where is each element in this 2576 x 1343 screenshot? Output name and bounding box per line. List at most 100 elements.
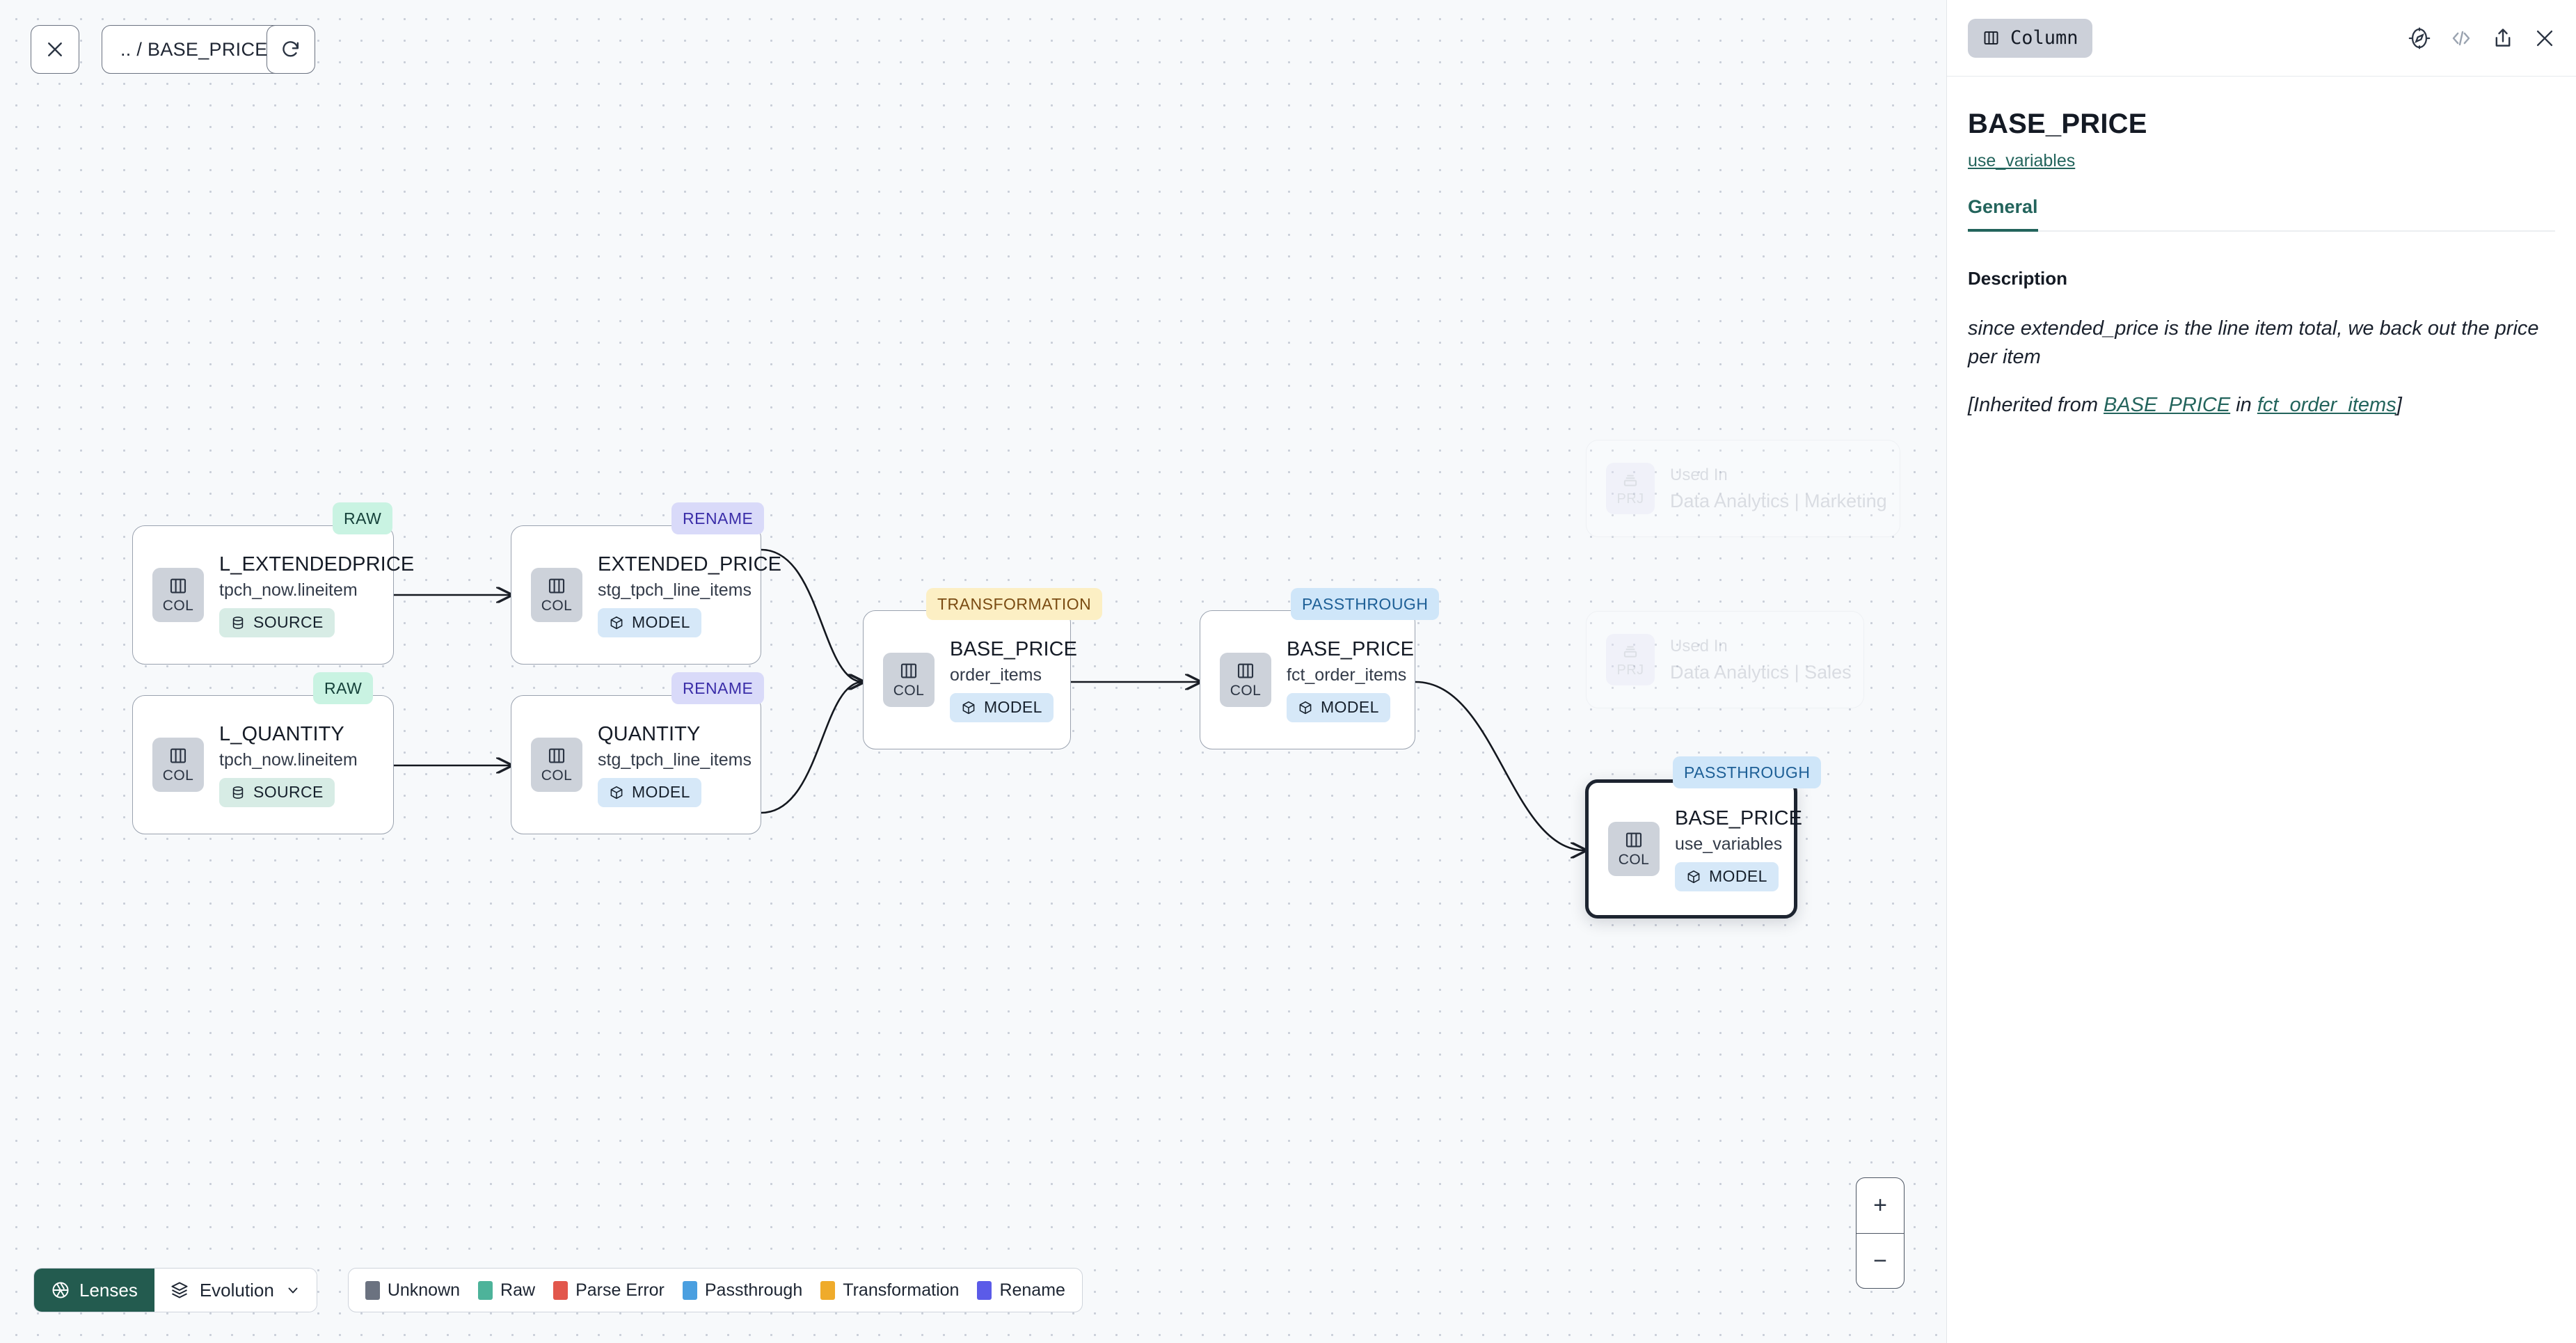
view-code-button[interactable] (2449, 26, 2473, 50)
used-in-card-sales[interactable]: PRJ Used In Data Analytics | Sales (1586, 611, 1864, 708)
evolution-label: Evolution (199, 1279, 274, 1301)
legend-swatch (478, 1280, 493, 1300)
refresh-button[interactable] (267, 25, 315, 74)
lineage-legend: Unknown Raw Parse Error Passthrough Tran… (347, 1268, 1083, 1312)
used-in-name: Data Analytics | Sales (1670, 661, 1852, 683)
prj-badge-label: PRJ (1616, 491, 1644, 507)
share-button[interactable] (2491, 26, 2515, 50)
cube-icon (610, 786, 623, 799)
legend-item-parse-error[interactable]: Parse Error (553, 1280, 665, 1301)
graph-node-quantity[interactable]: COL QUANTITY stg_tpch_line_items MODEL (511, 695, 761, 834)
graph-node-base-price-order-items[interactable]: COL BASE_PRICE order_items MODEL (863, 610, 1077, 749)
legend-label: Raw (500, 1280, 536, 1300)
node-kind-badge-passthrough: PASSTHROUGH (1291, 588, 1440, 620)
used-in-name: Data Analytics | Marketing (1670, 490, 1887, 511)
zoom-out-button[interactable]: − (1857, 1232, 1904, 1289)
col-badge: COL (1608, 822, 1660, 876)
inherited-model-link[interactable]: fct_order_items (2257, 393, 2396, 416)
col-badge-label: COL (541, 768, 573, 784)
cube-icon (610, 616, 623, 629)
compass-icon (2408, 27, 2431, 49)
close-canvas-button[interactable] (31, 25, 79, 74)
close-icon (48, 42, 62, 56)
graph-node-base-price-fct-order-items[interactable]: COL BASE_PRICE fct_order_items MODEL (1200, 610, 1415, 749)
inherited-suffix: ] (2396, 393, 2402, 416)
close-panel-button[interactable] (2533, 26, 2557, 50)
legend-item-unknown[interactable]: Unknown (365, 1280, 460, 1301)
entity-type-label: Column (2010, 27, 2078, 49)
share-icon (2495, 28, 2511, 47)
legend-item-raw[interactable]: Raw (478, 1280, 535, 1301)
node-subtitle: stg_tpch_line_items (598, 580, 752, 600)
panel-tabs: General (1968, 196, 2555, 232)
col-badge: COL (1220, 653, 1271, 707)
used-in-card-marketing[interactable]: PRJ Used In Data Analytics | Marketing (1586, 440, 1900, 537)
graph-node-base-price-use-variables[interactable]: COL BASE_PRICE use_variables MODEL (1585, 779, 1802, 919)
columns-icon (1237, 663, 1254, 678)
prj-badge: PRJ (1606, 463, 1655, 514)
entity-type-pill: Column (1968, 18, 2092, 58)
node-tag-source: SOURCE (219, 607, 335, 637)
database-icon (232, 616, 244, 629)
columns-icon (1625, 832, 1642, 848)
zoom-in-button[interactable]: + (1873, 1192, 1887, 1219)
legend-item-transformation[interactable]: Transformation (820, 1280, 959, 1301)
cube-icon (962, 701, 975, 714)
code-icon (2452, 31, 2470, 45)
aperture-icon (52, 1282, 69, 1298)
legend-swatch (553, 1280, 569, 1300)
node-subtitle: use_variables (1675, 834, 1783, 854)
zoom-controls[interactable]: + − (1856, 1177, 1905, 1289)
legend-swatch (820, 1280, 836, 1300)
breadcrumb[interactable]: .. / BASE_PRICE (102, 25, 287, 74)
explore-button[interactable] (2408, 26, 2431, 50)
inherited-column-link[interactable]: BASE_PRICE (2104, 393, 2231, 416)
inherited-middle: in (2230, 393, 2257, 416)
page-title: BASE_PRICE (1968, 109, 2147, 139)
database-icon (232, 786, 244, 799)
prj-badge: PRJ (1606, 634, 1655, 685)
node-subtitle: tpch_now.lineitem (219, 580, 358, 600)
graph-node-extended-price[interactable]: COL EXTENDED_PRICE stg_tpch_line_items M… (511, 525, 781, 665)
graph-node-l-extendedprice[interactable]: COL L_EXTENDEDPRICE tpch_now.lineitem SO… (132, 525, 414, 665)
col-badge-label: COL (162, 598, 194, 614)
legend-label: Unknown (387, 1280, 461, 1300)
node-tag-label: SOURCE (253, 783, 324, 801)
columns-icon (170, 748, 186, 763)
node-subtitle: order_items (950, 665, 1042, 685)
columns-icon (548, 578, 565, 594)
details-panel: Column (1946, 0, 2576, 1343)
legend-item-passthrough[interactable]: Passthrough (682, 1280, 803, 1301)
node-kind-badge-rename: RENAME (671, 502, 765, 534)
parent-model-link[interactable]: use_variables (1968, 151, 2076, 170)
close-icon (2536, 30, 2553, 46)
legend-label: Transformation (843, 1280, 960, 1300)
node-tag-model: MODEL (1675, 861, 1779, 891)
node-tag-model: MODEL (598, 607, 701, 637)
col-badge-label: COL (893, 683, 925, 699)
node-kind-badge-passthrough: PASSTHROUGH (1673, 756, 1822, 788)
layers-icon (171, 1282, 188, 1298)
col-badge: COL (883, 653, 935, 707)
prj-badge-label: PRJ (1616, 662, 1644, 678)
cube-icon (1687, 870, 1700, 883)
node-kind-badge-raw: RAW (313, 672, 374, 704)
legend-label: Passthrough (704, 1280, 803, 1300)
node-subtitle: fct_order_items (1287, 665, 1407, 685)
lineage-canvas[interactable]: .. / BASE_PRICE RAW COL L_EXTENDEDPRICE … (0, 0, 1946, 1343)
columns-icon (1984, 31, 1998, 45)
tab-general[interactable]: General (1968, 196, 2038, 232)
graph-node-l-quantity[interactable]: COL L_QUANTITY tpch_now.lineitem SOURCE (132, 695, 394, 834)
node-subtitle: tpch_now.lineitem (219, 749, 358, 770)
legend-swatch (682, 1280, 697, 1300)
legend-item-rename[interactable]: Rename (977, 1280, 1065, 1301)
col-badge: COL (152, 738, 204, 792)
lenses-button[interactable]: Lenses (34, 1269, 154, 1312)
col-badge: COL (531, 738, 582, 792)
col-badge-label: COL (1230, 683, 1262, 699)
node-kind-badge-rename: RENAME (671, 672, 765, 704)
col-badge: COL (531, 568, 582, 622)
refresh-icon (283, 41, 299, 57)
evolution-dropdown[interactable]: Evolution (154, 1269, 317, 1312)
legend-swatch (977, 1280, 992, 1300)
